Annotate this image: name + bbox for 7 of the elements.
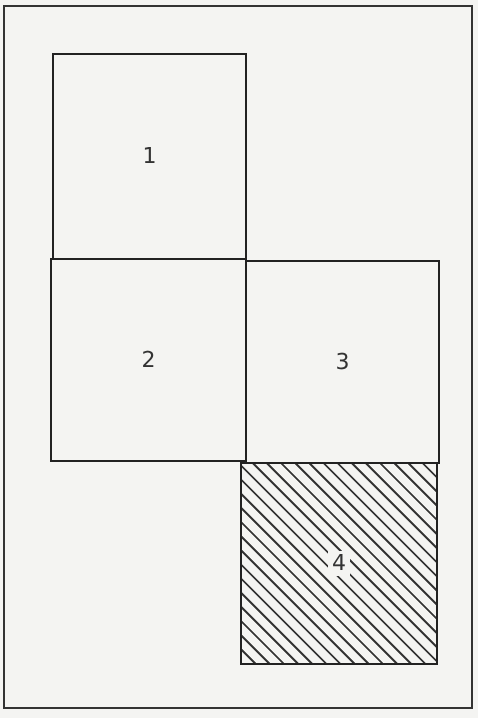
box-number: 4: [328, 551, 350, 576]
box-number: 1: [142, 144, 156, 169]
hatched-square: [240, 462, 438, 665]
square-box: [52, 53, 247, 260]
square-box: [50, 258, 247, 462]
box-number: 2: [142, 348, 156, 372]
box-number: 3: [336, 350, 350, 374]
